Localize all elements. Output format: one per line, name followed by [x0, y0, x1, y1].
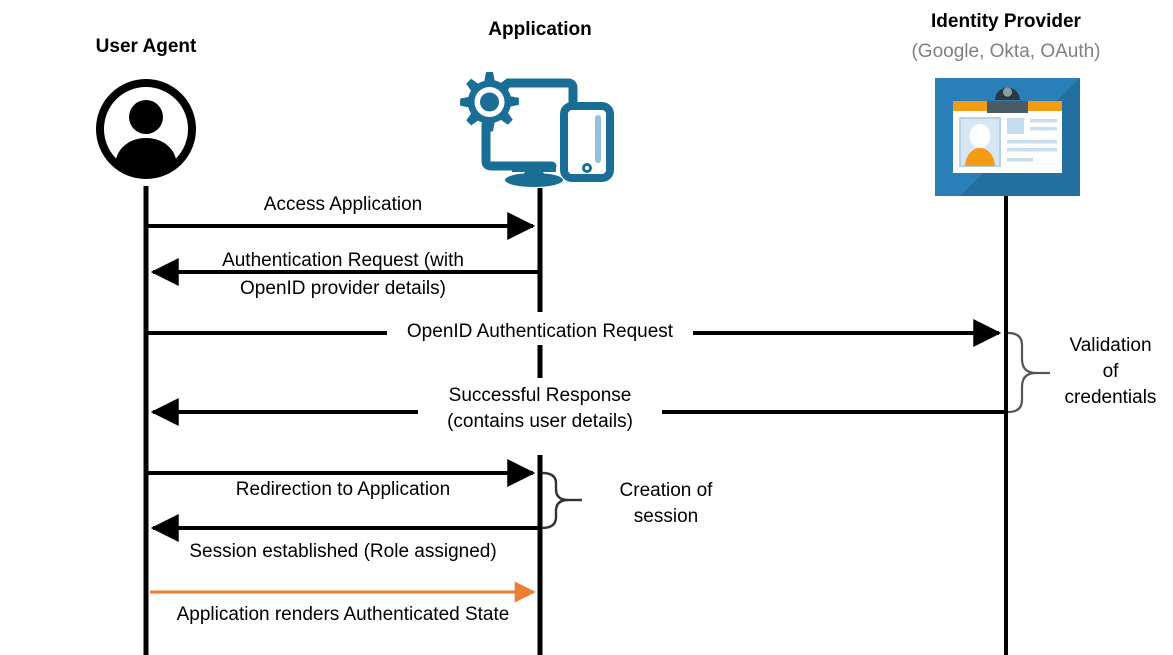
participant-title-user-agent: User Agent	[95, 36, 197, 57]
message-label-1: Access Application	[263, 194, 423, 215]
message-label-6: Session established (Role assigned)	[189, 541, 497, 562]
participant-subtitle-identity-provider: (Google, Okta, OAuth)	[911, 41, 1101, 62]
message-label-5: Redirection to Application	[235, 479, 451, 500]
annotation-line-3: credentials	[1064, 387, 1157, 408]
annotation-line-2: session	[633, 506, 699, 527]
participant-title-application: Application	[488, 19, 592, 40]
annotation-label-creation-of-session: Creation of session	[586, 478, 746, 530]
gear-monitor-phone-icon	[452, 68, 634, 190]
participant-title-identity-provider: Identity Provider	[931, 11, 1081, 32]
annotation-line-1: Creation of	[619, 480, 713, 501]
message-label-7: Application renders Authenticated State	[176, 604, 510, 625]
message-label-2-line2: OpenID provider details)	[240, 278, 446, 299]
message-label-2-line1: Authentication Request (with	[222, 250, 464, 271]
message-label-3: OpenID Authentication Request	[390, 321, 690, 343]
annotation-line-2: of	[1102, 361, 1119, 382]
brace-creation-of-session	[541, 471, 582, 530]
brace-validation-of-credentials	[1007, 331, 1050, 414]
annotation-line-1: Validation	[1069, 335, 1152, 356]
annotation-label-validation-of-credentials: Validation of credentials	[1048, 333, 1173, 411]
user-circle-icon	[94, 77, 198, 181]
message-label-4-line1: Successful Response	[420, 385, 660, 407]
message-label-4-line2: (contains user details)	[420, 411, 660, 433]
id-badge-icon	[935, 78, 1080, 196]
